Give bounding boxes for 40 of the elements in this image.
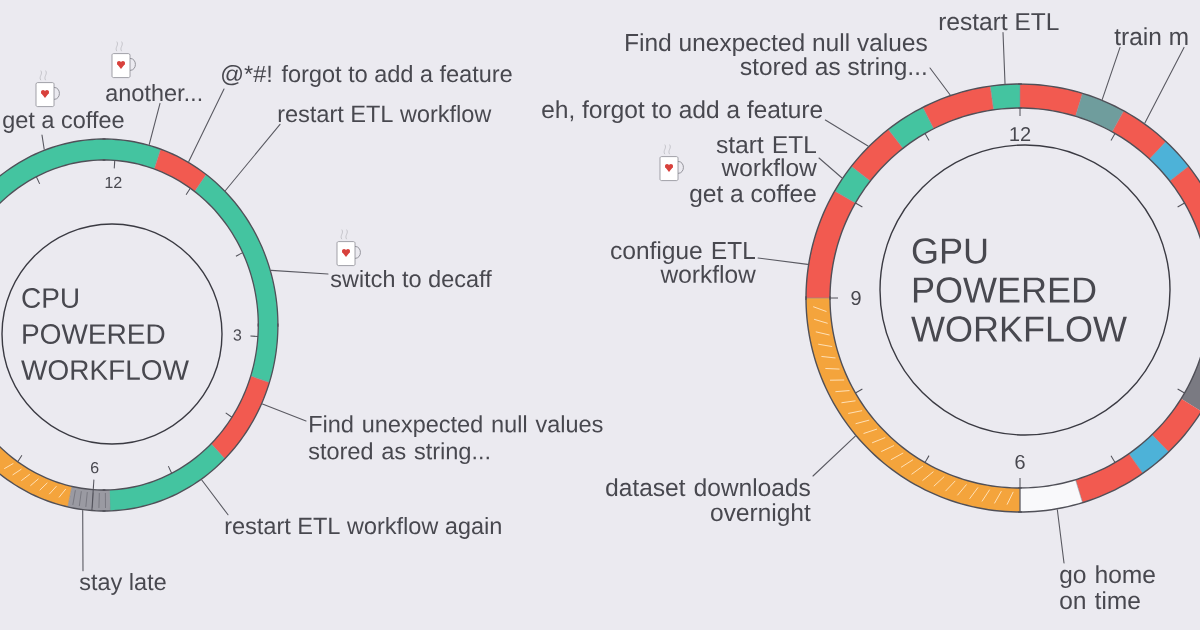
annotation-text: restart ETL workflow	[278, 105, 492, 123]
leader-line	[201, 479, 229, 516]
annotation-text: configue ETL workflow	[611, 241, 756, 284]
leader-line	[812, 435, 856, 477]
leader-line	[1101, 46, 1121, 100]
annotation-text: stay late	[79, 573, 166, 595]
leader-line	[1144, 46, 1185, 124]
leader-line	[224, 123, 281, 192]
annotation-text: get a coffee	[3, 111, 124, 133]
annotation-text: train m	[1114, 27, 1188, 46]
annotation-text: eh, forgot to add a feature	[542, 100, 823, 124]
leader-line	[757, 257, 809, 265]
hour-number: 12	[1010, 127, 1031, 141]
annotation-text: dataset downloads overnight	[606, 478, 811, 527]
leader-line	[270, 269, 329, 275]
annotation-text: restart ETL	[939, 13, 1059, 31]
leader-line	[824, 119, 869, 147]
hour-number: 6	[1015, 454, 1025, 470]
leader-line	[261, 403, 307, 422]
annotation-text: Find unexpected null values stored as string...	[308, 415, 603, 465]
hour-number: 12	[105, 176, 122, 188]
hour-number: 9	[851, 290, 861, 306]
annotation-text: restart ETL workflow again	[225, 517, 501, 539]
hour-number: 3	[233, 329, 242, 341]
annotation-text: get a coffee	[690, 184, 816, 208]
leader-line	[929, 67, 951, 96]
annotation-text: another...	[106, 84, 202, 102]
annotation-text: switch to decaff	[330, 270, 492, 288]
annotation-text: Find unexpected null values stored as string...	[626, 33, 927, 81]
leader-line	[82, 510, 84, 572]
hour-number: 6	[91, 462, 99, 474]
annotation-text: go home on time	[1060, 565, 1155, 610]
leader-line	[148, 102, 161, 145]
leader-line	[1056, 509, 1065, 564]
leader-line	[188, 88, 225, 162]
leader-line	[818, 157, 843, 179]
annotation-text: @*#! forgot to add a feature	[222, 65, 512, 87]
leader-line	[1002, 31, 1006, 85]
annotation-text: start ETL workflow	[716, 136, 817, 177]
leader-line	[41, 134, 45, 150]
